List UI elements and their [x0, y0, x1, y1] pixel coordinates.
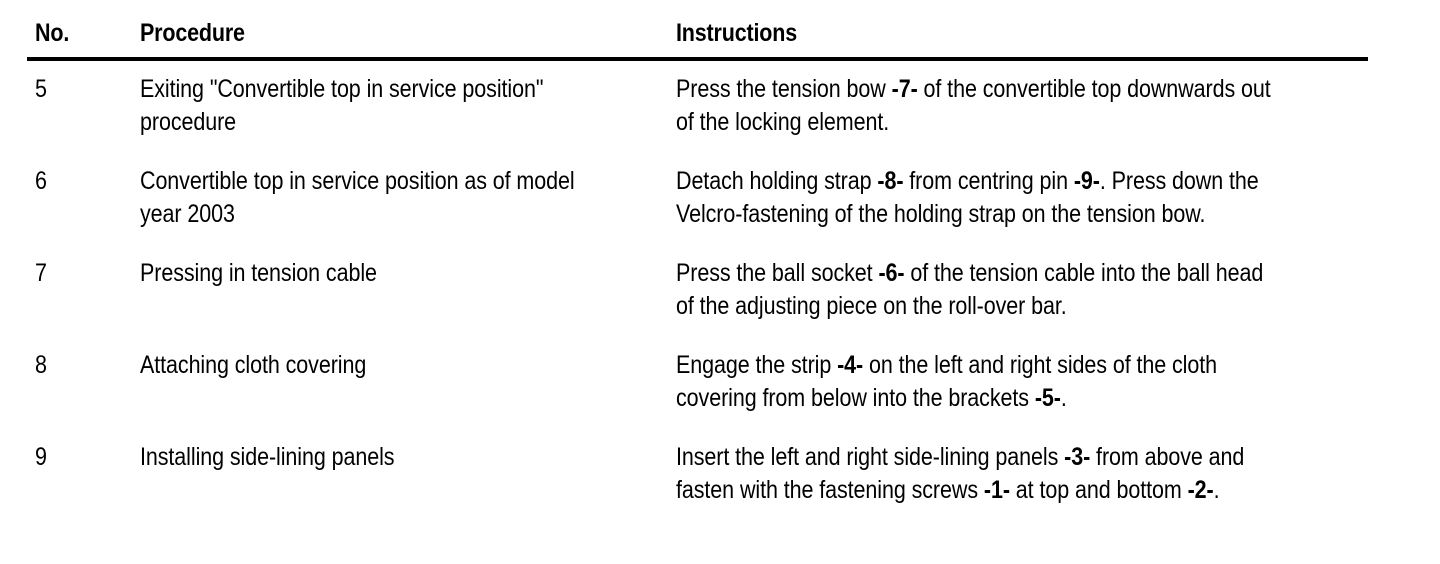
part-text: Detach holding strap [676, 167, 878, 195]
row-spacer-cell [27, 139, 1368, 153]
part-reference-marker: -5- [1034, 384, 1061, 412]
part-text: . [1213, 476, 1220, 504]
instructions-text: Press the tension bow -7- of the convert… [676, 73, 1271, 139]
step-number: 6 [35, 167, 47, 195]
column-header-procedure: Procedure [140, 18, 676, 57]
instructions-text: Engage the strip -4- on the left and rig… [676, 349, 1271, 415]
part-text: Press the tension bow [676, 75, 892, 103]
step-number: 9 [35, 443, 47, 471]
table-body: 5 Exiting "Convertible top in service pos… [27, 61, 1368, 507]
cell-procedure: Exiting "Convertible top in service posi… [140, 61, 676, 139]
procedure-table: No. Procedure Instructions 5 Exiting "Con… [27, 18, 1368, 507]
table-row: 8 Attaching cloth covering Engage the stri… [27, 337, 1368, 415]
part-text: . [1060, 384, 1067, 412]
cell-instructions: Press the ball socket -6- of the tension… [676, 245, 1368, 323]
part-reference-marker: -3- [1064, 443, 1091, 471]
row-spacer [27, 139, 1368, 153]
part-reference-marker: -4- [837, 351, 864, 379]
part-text: Engage the strip [676, 351, 838, 379]
header-divider [27, 57, 1368, 61]
part-reference-marker: -9- [1073, 167, 1100, 195]
procedure-text: Pressing in tension cable [140, 259, 377, 287]
table-row: 5 Exiting "Convertible top in service pos… [27, 61, 1368, 139]
row-spacer-cell [27, 323, 1368, 337]
part-reference-marker: -7- [891, 75, 918, 103]
table-row: 9 Installing side-lining panels Insert the… [27, 429, 1368, 507]
column-header-instructions: Instructions [676, 18, 1368, 57]
part-text: from centring pin [903, 167, 1074, 195]
part-reference-marker: -6- [878, 259, 905, 287]
cell-number: 9 [27, 429, 140, 507]
part-text: of the tension cable into the ball head … [676, 259, 1270, 320]
table-row: 6 Convertible top in service position as … [27, 153, 1368, 231]
cell-procedure: Attaching cloth covering [140, 337, 676, 415]
row-spacer-cell [27, 231, 1368, 245]
part-reference-marker: -2- [1187, 476, 1214, 504]
cell-instructions: Press the tension bow -7- of the convert… [676, 61, 1368, 139]
part-text: of the convertible top downwards out of … [676, 75, 1277, 136]
cell-number: 8 [27, 337, 140, 415]
row-spacer [27, 231, 1368, 245]
procedure-text: Attaching cloth covering [140, 351, 367, 379]
cell-instructions: Detach holding strap -8- from centring p… [676, 153, 1368, 231]
step-number: 7 [35, 259, 47, 287]
row-spacer [27, 323, 1368, 337]
procedure-text: Installing side-lining panels [140, 443, 395, 471]
column-header-instructions-label: Instructions [676, 19, 797, 47]
header-rule-cell [27, 57, 1368, 61]
column-header-no-label: No. [35, 19, 70, 47]
cell-procedure: Pressing in tension cable [140, 245, 676, 323]
step-number: 8 [35, 351, 47, 379]
header-rule-row [27, 57, 1368, 61]
part-text: Insert the left and right side-lining pa… [676, 443, 1065, 471]
part-text: . Press down the Velcro-fastening of the… [676, 167, 1265, 228]
part-text: Press the ball socket [676, 259, 879, 287]
cell-number: 5 [27, 61, 140, 139]
cell-instructions: Insert the left and right side-lining pa… [676, 429, 1368, 507]
procedure-text: Exiting "Convertible top in service posi… [140, 75, 550, 136]
table-header-row: No. Procedure Instructions [27, 18, 1368, 57]
part-reference-marker: -8- [877, 167, 904, 195]
instructions-text: Insert the left and right side-lining pa… [676, 441, 1271, 507]
cell-number: 7 [27, 245, 140, 323]
part-text: from above and fasten with the fastening… [676, 443, 1251, 504]
part-reference-marker: -1- [983, 476, 1010, 504]
procedure-text: Convertible top in service position as o… [140, 167, 581, 228]
column-header-no: No. [27, 18, 140, 57]
table-row: 7 Pressing in tension cable Press the ball… [27, 245, 1368, 323]
cell-number: 6 [27, 153, 140, 231]
row-spacer-cell [27, 415, 1368, 429]
cell-procedure: Installing side-lining panels [140, 429, 676, 507]
table-header: No. Procedure Instructions [27, 18, 1368, 61]
part-text: at top and bottom [1009, 476, 1188, 504]
instructions-text: Detach holding strap -8- from centring p… [676, 165, 1271, 231]
cell-instructions: Engage the strip -4- on the left and rig… [676, 337, 1368, 415]
part-text: on the left and right sides of the cloth… [676, 351, 1223, 412]
column-header-procedure-label: Procedure [140, 19, 245, 47]
row-spacer [27, 415, 1368, 429]
step-number: 5 [35, 75, 47, 103]
instructions-text: Press the ball socket -6- of the tension… [676, 257, 1271, 323]
cell-procedure: Convertible top in service position as o… [140, 153, 676, 231]
